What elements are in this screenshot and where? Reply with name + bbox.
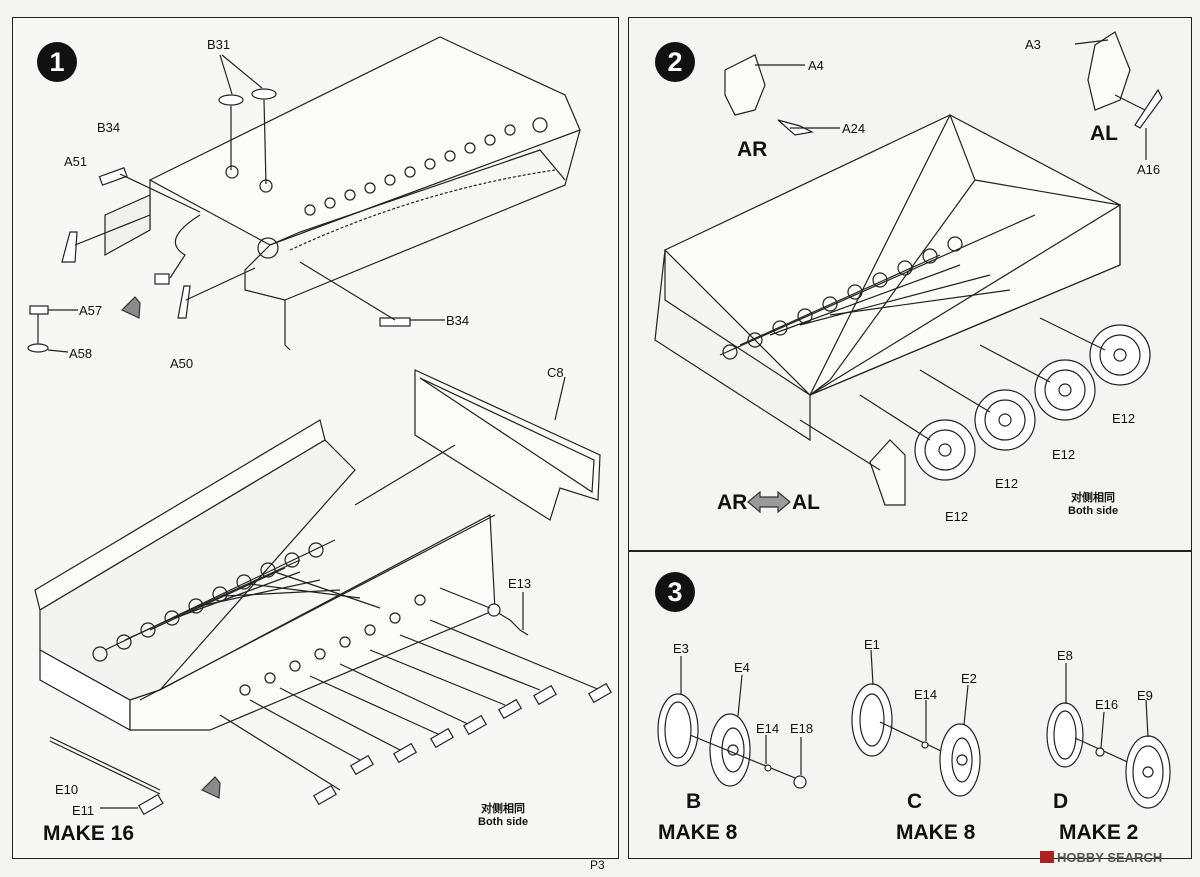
label-e12-4: E12: [945, 509, 969, 524]
label-b34-top: B34: [97, 120, 121, 135]
step-2-panel: [628, 17, 1192, 551]
label-e11: E11: [72, 803, 95, 818]
page-number: P3: [590, 858, 605, 872]
wheel-c-drawing: [851, 683, 981, 797]
label-a51: A51: [64, 154, 88, 169]
label-b31: B31: [207, 37, 231, 52]
label-e9: E9: [1137, 688, 1153, 703]
label-a50: A50: [170, 356, 194, 371]
label-e18: E18: [790, 721, 814, 736]
label-c8: C8: [547, 365, 564, 380]
label-ar-mirror: AR: [717, 491, 748, 514]
label-a16: A16: [1137, 162, 1161, 177]
label-a4: A4: [808, 58, 824, 73]
label-e12-3: E12: [995, 476, 1019, 491]
lower-hull-drawing: [34, 419, 496, 732]
step-1-number: 1: [37, 42, 77, 82]
watermark-logo-icon: [1040, 851, 1054, 863]
watermark-text: HOBBY SEARCH: [1057, 850, 1163, 865]
label-a58: A58: [69, 346, 93, 361]
group-d-letter: D: [1053, 790, 1069, 813]
both-side-cn: 对侧相同: [481, 803, 526, 815]
step-2-number: 2: [655, 42, 695, 82]
group-b-make: MAKE 8: [658, 821, 738, 844]
label-al: AL: [1090, 122, 1118, 145]
hull-with-road-wheels-drawing: [654, 113, 1151, 506]
label-e12-2: E12: [1052, 447, 1076, 462]
upper-hull-drawing: [104, 36, 581, 351]
wheel-d-drawing: [1046, 702, 1171, 809]
label-e3: E3: [673, 641, 689, 656]
label-e14-c: E14: [914, 687, 938, 702]
both-side-en: Both side: [478, 816, 529, 828]
label-e2: E2: [961, 671, 977, 686]
group-d-make: MAKE 2: [1059, 821, 1139, 844]
watermark: HOBBY SEARCH: [1040, 850, 1162, 865]
label-e1: E1: [864, 637, 880, 652]
group-c-letter: C: [907, 790, 923, 813]
label-e16: E16: [1095, 697, 1119, 712]
wheel-b-drawing: [657, 693, 807, 789]
label-a57: A57: [79, 303, 103, 318]
label-e10: E10: [55, 782, 79, 797]
both-side-en: Both side: [1068, 505, 1119, 517]
label-al-mirror: AL: [792, 491, 820, 514]
label-e14-b: E14: [756, 721, 780, 736]
both-side-note-step1: 对侧相同 Both side: [478, 803, 528, 829]
label-e8: E8: [1057, 648, 1073, 663]
label-e4: E4: [734, 660, 750, 675]
label-b34-bottom: B34: [446, 313, 470, 328]
label-ar: AR: [737, 138, 768, 161]
both-side-note-step2: 对侧相同 Both side: [1068, 492, 1118, 518]
label-e13: E13: [508, 576, 532, 591]
step-3-panel: [628, 551, 1192, 859]
step-3-number: 3: [655, 572, 695, 612]
label-a24: A24: [842, 121, 866, 136]
label-a3: A3: [1025, 37, 1041, 52]
both-side-cn: 对侧相同: [1071, 492, 1116, 504]
label-e12-1: E12: [1112, 411, 1136, 426]
group-c-make: MAKE 8: [896, 821, 976, 844]
group-b-letter: B: [686, 790, 702, 813]
make-16-label: MAKE 16: [43, 822, 135, 845]
